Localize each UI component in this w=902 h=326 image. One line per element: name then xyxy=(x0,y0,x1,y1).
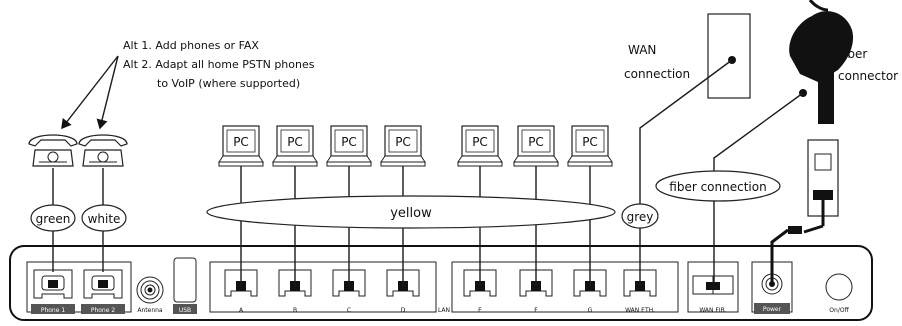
onoff-label: On/Off xyxy=(829,307,849,314)
phone1-badge xyxy=(31,304,75,314)
port-g-label: G xyxy=(588,307,593,314)
white-label: white xyxy=(88,212,121,226)
power-badge xyxy=(754,303,790,314)
pc-icon: PC xyxy=(272,125,318,167)
port-c-label: C xyxy=(347,307,351,314)
lan-label: LAN xyxy=(438,307,450,314)
port-wan-eth-label: WAN ETH. xyxy=(625,307,655,314)
wire-fiber xyxy=(713,92,804,284)
pc-icon: PC xyxy=(326,125,372,167)
port-e-label: E xyxy=(478,307,482,314)
phone2-jack[interactable] xyxy=(83,269,123,299)
antenna-connector[interactable] xyxy=(136,276,164,304)
port-d-label: D xyxy=(401,307,406,314)
power-adapter-icon xyxy=(770,139,839,282)
white-cable-tag xyxy=(81,204,127,232)
fiber-connector-icon xyxy=(789,0,854,124)
yellow-cable-bundle xyxy=(206,195,616,229)
pc-icon: PC xyxy=(457,125,503,167)
usb-badge xyxy=(173,304,197,314)
phone2-badge xyxy=(81,304,125,314)
port-a-label: A xyxy=(239,307,244,314)
phone1-jack[interactable] xyxy=(33,269,73,299)
grey-cable-tag xyxy=(621,203,659,229)
arrow-to-phone1 xyxy=(61,55,119,130)
yellow-label: yellow xyxy=(390,206,432,221)
usb-label: USB xyxy=(179,307,191,314)
pc-label: PC xyxy=(472,135,488,149)
note-alt2: Alt 2. Adapt all home PSTN phones xyxy=(123,58,315,71)
antenna-label: Antenna xyxy=(137,307,163,314)
pc-label: PC xyxy=(528,135,544,149)
fiber-connection-label: fiber connection xyxy=(669,180,766,194)
pc-label: PC xyxy=(582,135,598,149)
port-f-label: F xyxy=(534,307,538,314)
fiber-connection-tag xyxy=(655,170,781,202)
phone1-icon xyxy=(28,134,78,167)
phone2-icon xyxy=(78,134,128,167)
green-label: green xyxy=(36,212,71,226)
grey-label: grey xyxy=(627,210,654,224)
fiber-connector-label-2: connector xyxy=(838,69,898,83)
onoff-button[interactable] xyxy=(825,273,853,301)
arrow-to-phone2 xyxy=(96,55,119,130)
green-cable-tag xyxy=(30,204,76,232)
pc-label: PC xyxy=(395,135,411,149)
phone2-label: Phone 2 xyxy=(91,307,115,314)
pc-icon: PC xyxy=(218,125,264,167)
usb-port[interactable] xyxy=(173,257,197,303)
phone1-label: Phone 1 xyxy=(41,307,65,314)
wan-wall-outlet xyxy=(707,13,751,99)
pc-icon: PC xyxy=(513,125,559,167)
note-alt1: Alt 1. Add phones or FAX xyxy=(123,39,259,52)
pc-icon: PC xyxy=(380,125,426,167)
pc-label: PC xyxy=(287,135,303,149)
power-label: Power xyxy=(763,306,782,313)
wan-connection-label-1: WAN xyxy=(628,43,656,57)
wire-wan-eth xyxy=(639,59,733,286)
wan-fib-port[interactable] xyxy=(692,275,734,295)
pc-icon: PC xyxy=(567,125,613,167)
pc-label: PC xyxy=(341,135,357,149)
note-alt2-cont: to VoIP (where supported) xyxy=(157,77,300,90)
wan-fib-label: WAN FIB. xyxy=(699,307,726,314)
port-b-label: B xyxy=(293,307,297,314)
pc-label: PC xyxy=(233,135,249,149)
wan-connection-label-2: connection xyxy=(624,67,690,81)
fiber-connector-label-1: Fiber xyxy=(838,47,867,61)
